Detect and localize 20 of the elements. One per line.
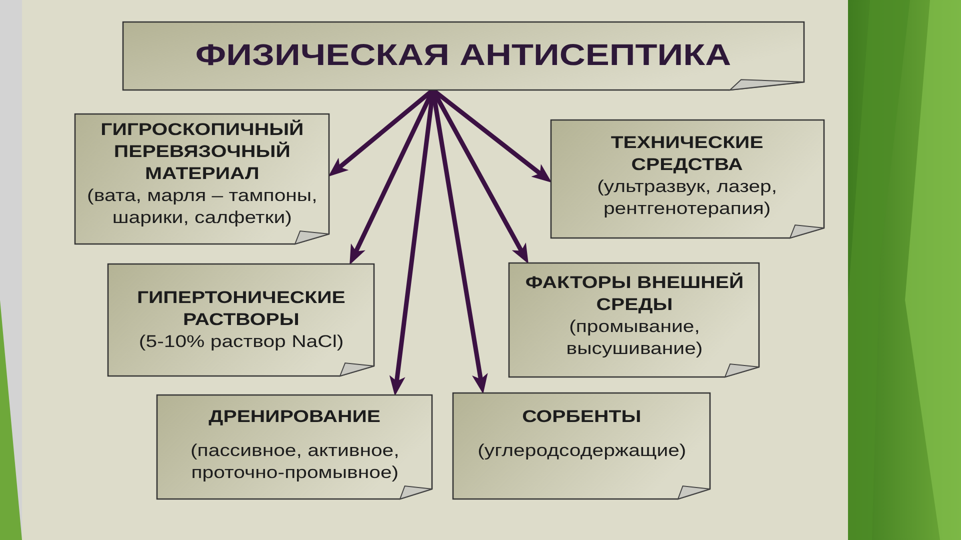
card-heading: СОРБЕНТЫ [522, 406, 642, 428]
note-card [75, 114, 329, 244]
card-heading: ФАКТОРЫ ВНЕШНЕЙ СРЕДЫ [524, 272, 744, 316]
card-description: (ультразвук, лазер, рентгенотерапия) [596, 176, 778, 220]
card-description: (углеродсодержащие) [477, 440, 686, 462]
note-card [509, 263, 759, 377]
card-description: (вата, марля – тампоны, шарики, салфетки) [86, 185, 318, 229]
note-card [453, 393, 710, 499]
card-heading: ГИПЕРТОНИЧЕСКИЕ РАСТВОРЫ [136, 287, 346, 331]
card-heading: ГИГРОСКОПИЧНЫЙ ПЕРЕВЯЗОЧНЫЙ МАТЕРИАЛ [99, 119, 305, 185]
card-description: (пассивное, активное, проточно-промывное) [189, 440, 400, 484]
title-banner [123, 22, 804, 90]
note-card [108, 264, 374, 376]
card-heading: ДРЕНИРОВАНИЕ [208, 406, 380, 428]
title-text: ФИЗИЧЕСКАЯ АНТИСЕПТИКА [196, 38, 732, 74]
card-description: (промывание, высушивание) [564, 316, 704, 360]
note-card [551, 120, 824, 238]
note-card [157, 395, 432, 499]
card-description: (5-10% раствор NaCl) [138, 331, 344, 353]
card-heading: ТЕХНИЧЕСКИЕ СРЕДСТВА [610, 132, 765, 176]
